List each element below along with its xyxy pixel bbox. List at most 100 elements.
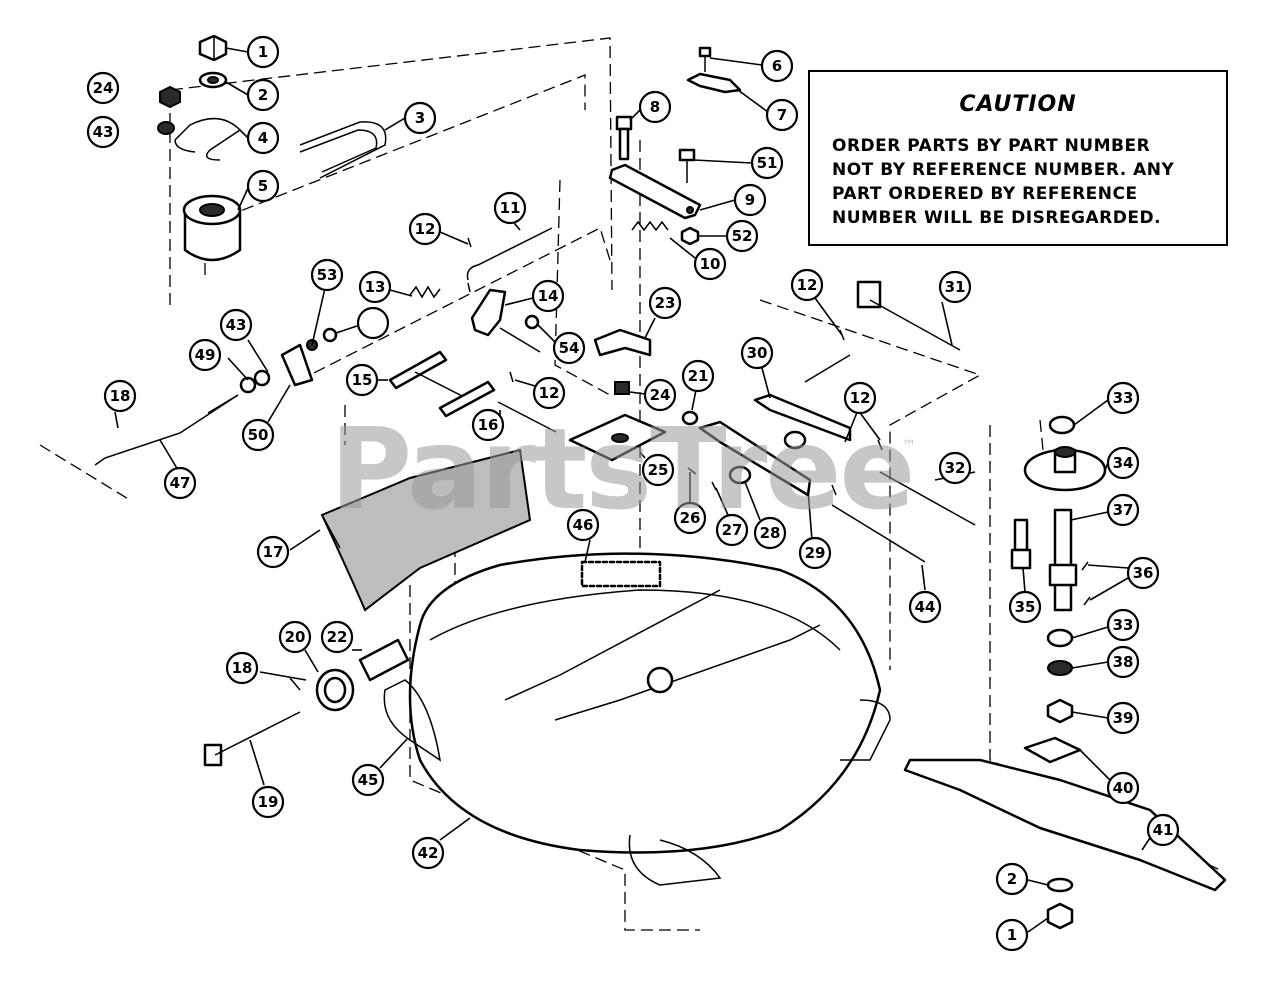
- part-21-washer: [681, 410, 699, 426]
- leader-lines: [114, 47, 1151, 933]
- svg-text:54: 54: [559, 339, 580, 357]
- part-32-rod: [879, 471, 976, 526]
- svg-text:12: 12: [415, 220, 436, 238]
- caution-title: CAUTION: [959, 92, 1077, 117]
- callout-42: 42: [411, 836, 445, 870]
- callout-52: 53: [310, 258, 344, 292]
- callout-5: 5: [246, 169, 280, 203]
- callout-54: [356, 306, 390, 340]
- callout-12-c: 12: [532, 376, 566, 410]
- part-53-nut: [524, 314, 540, 330]
- callout-23: 23: [648, 286, 682, 320]
- svg-text:47: 47: [170, 474, 191, 492]
- part-14-lever: [470, 288, 541, 353]
- part-16-rod: [497, 401, 557, 433]
- svg-text:36: 36: [1133, 564, 1154, 582]
- svg-text:2: 2: [1007, 870, 1017, 888]
- callout-8: 8: [638, 90, 672, 124]
- part-44-rod: [831, 504, 926, 563]
- part-51-nut: [680, 226, 700, 246]
- part-29-bracket: [698, 420, 812, 497]
- part-4-clip: [174, 117, 242, 161]
- svg-text:14: 14: [538, 287, 559, 305]
- callout-45: 45: [351, 763, 385, 797]
- callout-18-lower: 18: [225, 651, 259, 685]
- part-19-pin: [203, 711, 301, 767]
- svg-text:27: 27: [722, 521, 743, 539]
- part-15-bracket: [388, 350, 496, 418]
- callout-32: 32: [938, 451, 972, 485]
- svg-text:3: 3: [415, 109, 425, 127]
- callout-47: 47: [163, 466, 197, 500]
- svg-text:5: 5: [258, 177, 268, 195]
- svg-text:26: 26: [680, 509, 701, 527]
- svg-text:11: 11: [500, 199, 521, 217]
- callout-38: 38: [1106, 645, 1140, 679]
- callout-26: 26: [673, 501, 707, 535]
- part-49-bracket: [280, 343, 314, 387]
- svg-text:1: 1: [258, 43, 268, 61]
- callout-49: 50: [241, 418, 275, 452]
- svg-text:35: 35: [1015, 598, 1036, 616]
- svg-text:19: 19: [258, 793, 279, 811]
- callout-4: 4: [246, 121, 280, 155]
- part-7-bracket: [686, 72, 742, 94]
- callout-10: 10: [693, 247, 727, 281]
- callout-43-mid: 43: [219, 308, 253, 342]
- part-24-nut: [159, 85, 181, 109]
- part-38-washer: [1047, 660, 1073, 676]
- part-20-spring: [315, 668, 355, 712]
- svg-text:22: 22: [327, 628, 348, 646]
- svg-text:24: 24: [650, 386, 671, 404]
- callout-3: 3: [403, 101, 437, 135]
- partstree-watermark: PartsTree: [330, 405, 915, 535]
- callout-33-lower: 33: [1106, 608, 1140, 642]
- svg-text:50: 50: [248, 426, 269, 444]
- svg-text:25: 25: [648, 461, 669, 479]
- svg-text:6: 6: [772, 57, 782, 75]
- callout-2-lower: 2: [995, 862, 1029, 896]
- svg-text:12: 12: [850, 389, 871, 407]
- svg-text:17: 17: [263, 543, 284, 561]
- callout-17: 17: [256, 535, 290, 569]
- svg-text:2: 2: [258, 86, 268, 104]
- svg-text:41: 41: [1153, 821, 1174, 839]
- svg-text:37: 37: [1113, 501, 1134, 519]
- part-18-cotter-pin: [289, 677, 301, 691]
- trademark-symbol: ™: [902, 438, 916, 454]
- part-13-spring: [409, 285, 441, 299]
- part-54-nut: [322, 327, 338, 343]
- svg-text:21: 21: [688, 367, 709, 385]
- part-12-cotter-pins: [467, 237, 883, 496]
- callout-2-top: 2: [246, 78, 280, 112]
- callout-16: 16: [471, 408, 505, 442]
- part-34-hub: [1023, 446, 1107, 492]
- callout-51: 52: [725, 219, 759, 253]
- caution-line: ORDER PARTS BY PART NUMBER: [832, 136, 1151, 156]
- callout-37: 37: [1106, 493, 1140, 527]
- part-23-bracket: [593, 328, 652, 357]
- callout-12-b: 12: [790, 268, 824, 302]
- part-2-washer: [198, 71, 228, 89]
- callout-35: 35: [1008, 590, 1042, 624]
- svg-text:45: 45: [358, 771, 379, 789]
- callout-6: 6: [760, 49, 794, 83]
- caution-box: CAUTION ORDER PARTS BY PART NUMBER NOT B…: [808, 70, 1228, 246]
- svg-text:23: 23: [655, 294, 676, 312]
- part-11-rod: [466, 227, 553, 293]
- callout-27: 27: [715, 513, 749, 547]
- part-42-mower-deck: [408, 552, 882, 854]
- part-31-pin: [804, 280, 961, 383]
- callout-11: 11: [493, 191, 527, 225]
- callout-33-top: 33: [1106, 381, 1140, 415]
- callout-28: 28: [753, 516, 787, 550]
- svg-text:18: 18: [232, 659, 253, 677]
- part-22-bushing: [358, 638, 410, 682]
- svg-text:13: 13: [365, 278, 386, 296]
- part-26-27-28: [687, 465, 752, 491]
- caution-line: NUMBER WILL BE DISREGARDED.: [832, 208, 1162, 228]
- svg-text:34: 34: [1113, 454, 1134, 472]
- svg-text:1: 1: [1007, 926, 1017, 944]
